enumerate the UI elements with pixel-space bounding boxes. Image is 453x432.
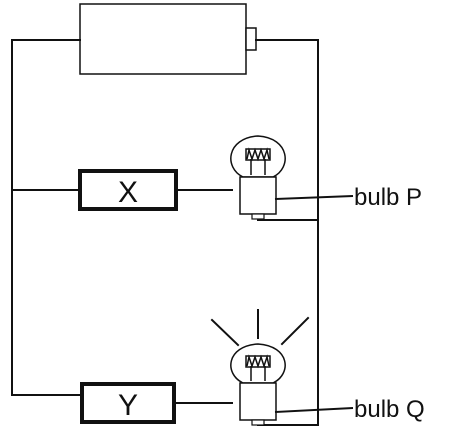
bulb-q-label: bulb Q bbox=[354, 396, 425, 423]
bulb-p bbox=[230, 135, 286, 220]
bulb-q-light-rays bbox=[210, 309, 310, 347]
component-x: X bbox=[78, 169, 178, 211]
component-x-label: X bbox=[118, 176, 138, 209]
bulb-q-callout: bulb Q bbox=[274, 396, 425, 423]
bulb-q bbox=[210, 309, 310, 426]
component-y: Y bbox=[80, 382, 176, 424]
battery bbox=[79, 3, 257, 75]
wires bbox=[11, 39, 319, 426]
bulb-p-callout: bulb P bbox=[274, 184, 422, 211]
bulb-p-label: bulb P bbox=[354, 184, 422, 211]
component-y-label: Y bbox=[118, 389, 138, 422]
